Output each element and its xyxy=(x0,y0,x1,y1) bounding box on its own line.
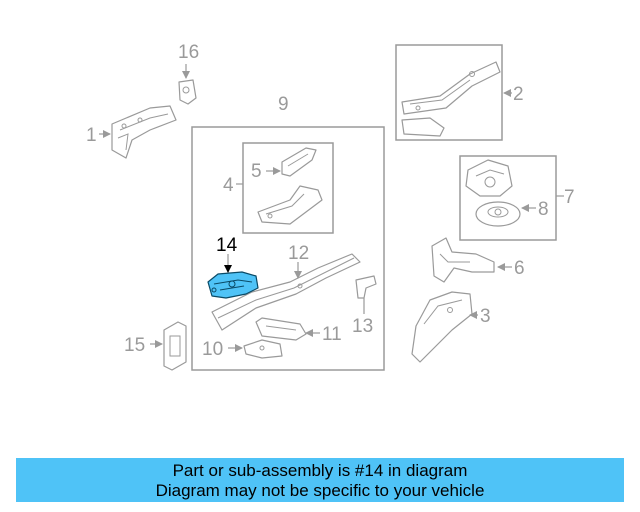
part-16-bracket xyxy=(178,79,197,105)
part-10-bracket xyxy=(243,339,283,359)
callout-6: 6 xyxy=(514,258,525,279)
part-13-clip xyxy=(355,275,377,299)
callout-15: 15 xyxy=(124,335,145,356)
part-4-reinforcement xyxy=(257,185,323,225)
info-banner: Part or sub-assembly is #14 in diagram D… xyxy=(16,458,624,502)
group-box-2 xyxy=(395,44,503,141)
part-3-side-panel xyxy=(411,291,473,363)
part-6-wheelhouse xyxy=(431,237,495,283)
banner-line-1: Part or sub-assembly is #14 in diagram xyxy=(172,461,468,480)
part-5-bracket xyxy=(281,147,317,177)
callout-3: 3 xyxy=(480,306,491,327)
callout-7: 7 xyxy=(564,187,575,208)
part-15-plate xyxy=(163,321,187,371)
callout-4: 4 xyxy=(223,175,234,196)
callout-5: 5 xyxy=(251,161,262,182)
group-box-4 xyxy=(242,142,334,234)
callout-13: 13 xyxy=(352,316,373,337)
part-7-strut-tower xyxy=(465,159,513,197)
parts-diagram: 16 1 9 2 5 4 7 8 14 12 6 3 13 11 15 10 xyxy=(86,42,575,371)
part-11-bracket xyxy=(255,317,307,341)
callout-9: 9 xyxy=(278,94,289,115)
part-8-mount xyxy=(475,201,521,227)
banner-line-2: Diagram may not be specific to your vehi… xyxy=(155,481,485,500)
group-box-9 xyxy=(191,126,385,371)
callout-14: 14 xyxy=(216,235,238,256)
part-12-frame-rail xyxy=(211,253,361,331)
callout-12: 12 xyxy=(288,243,309,264)
callout-2: 2 xyxy=(513,84,524,105)
part-14-highlighted-bracket[interactable] xyxy=(207,271,259,299)
callout-16: 16 xyxy=(178,42,199,63)
part-2-rail xyxy=(401,61,501,137)
callout-8: 8 xyxy=(538,199,549,220)
callout-1: 1 xyxy=(86,125,97,146)
callout-11: 11 xyxy=(322,324,342,345)
part-1-apron xyxy=(111,105,177,159)
group-box-7 xyxy=(459,155,557,241)
callout-10: 10 xyxy=(202,339,223,360)
